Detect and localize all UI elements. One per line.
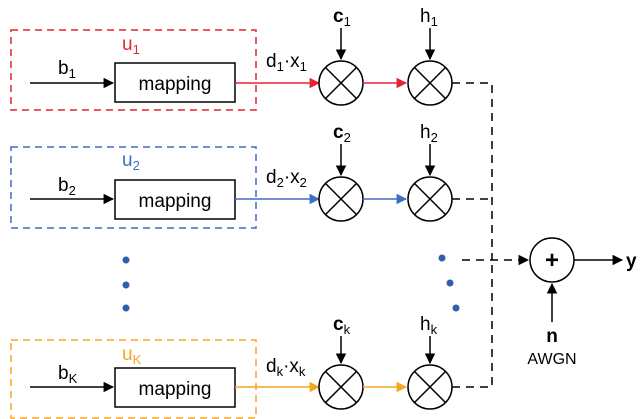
user-k-label: uK <box>122 344 142 367</box>
user-ellipsis-dots <box>122 256 130 312</box>
user-2-channel-multiplier <box>407 176 453 222</box>
user-k-code-multiplier <box>318 364 364 410</box>
user-k-mapping-block <box>114 367 236 408</box>
user-1-to-sum-line <box>452 82 493 260</box>
user-2-code-label: c2 <box>333 122 351 145</box>
user-2-signal-label: d2·x2 <box>266 167 307 190</box>
user-1-mapping-label: mapping <box>139 74 212 95</box>
user-k-mapping-label: mapping <box>139 379 212 400</box>
user-1-code-label: c1 <box>333 6 351 29</box>
awgn-label: AWGN <box>527 351 576 368</box>
user-k-dashed-box <box>10 339 257 419</box>
user-2-mapping-label: mapping <box>139 191 212 212</box>
user-k-input-label: bK <box>58 363 78 386</box>
user-2-channel-label: h2 <box>420 122 438 145</box>
noise-label: n <box>546 326 558 347</box>
adder-symbol: + <box>545 247 559 274</box>
user-k-signal-label: dk·xk <box>266 356 306 379</box>
user-1-channel-label: h1 <box>420 6 438 29</box>
user-k-branch: uK bK mapping dk·xk ck hk <box>10 260 493 419</box>
user-1-label: u1 <box>122 34 140 57</box>
user-1-branch: u1 b1 mapping d1·x1 c1 h1 <box>10 6 493 260</box>
summation-stage: + y n AWGN <box>462 237 637 368</box>
user-k-to-sum-line <box>452 260 493 388</box>
user-k-code-label: ck <box>333 314 351 337</box>
user-1-input-label: b1 <box>58 58 76 81</box>
user-k-channel-label: hk <box>420 314 438 337</box>
user-2-input-label: b2 <box>58 175 76 198</box>
user-1-channel-multiplier <box>407 60 453 106</box>
user-1-signal-label: d1·x1 <box>266 51 307 74</box>
channel-ellipsis-dots <box>438 254 460 312</box>
user-2-dashed-box <box>10 146 257 229</box>
user-1-dashed-box <box>10 29 257 111</box>
user-1-mapping-block <box>114 62 236 103</box>
user-2-code-multiplier <box>318 176 364 222</box>
user-2-label: u2 <box>122 150 140 173</box>
user-k-channel-multiplier <box>407 364 453 410</box>
user-2-branch: u2 b2 mapping d2·x2 c2 h2 <box>10 122 492 229</box>
user-1-code-multiplier <box>318 60 364 106</box>
output-label: y <box>626 251 637 272</box>
